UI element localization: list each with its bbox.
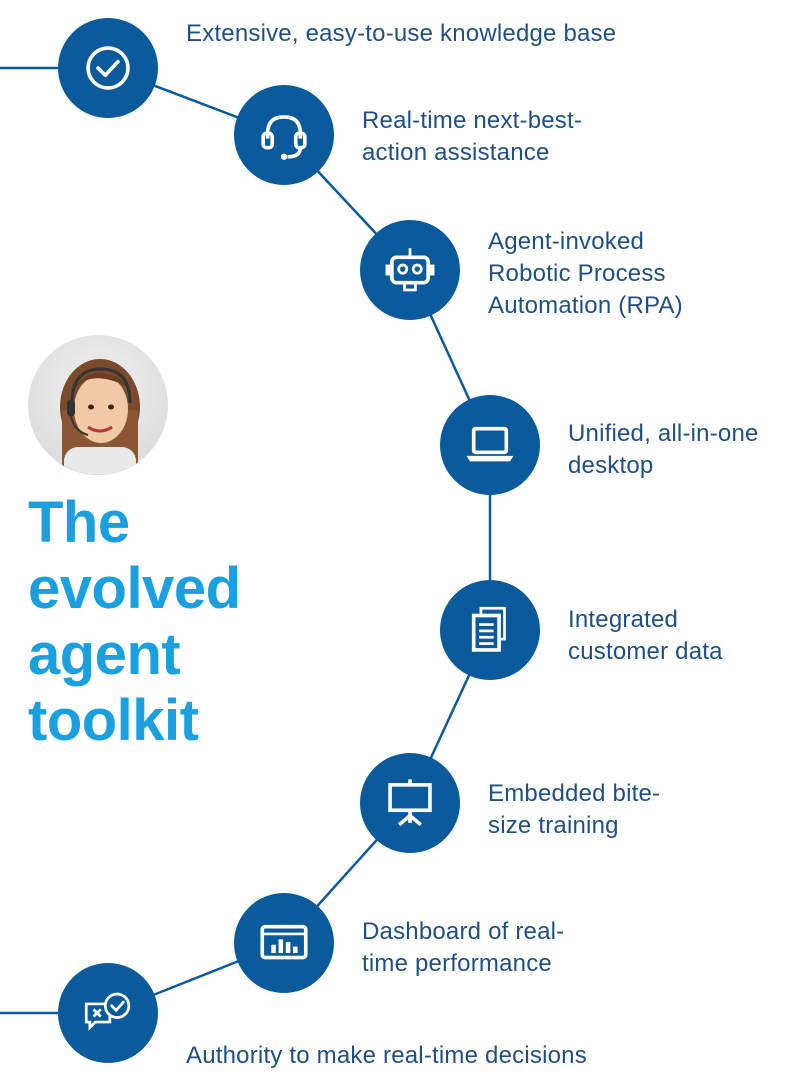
laptop-icon — [466, 426, 514, 462]
step-node — [440, 395, 540, 495]
step-label: Unified, all-in-one desktop — [568, 420, 759, 479]
step-node — [234, 893, 334, 993]
documents-icon — [471, 606, 506, 652]
step-node — [360, 753, 460, 853]
chat-decision-icon — [84, 992, 131, 1031]
agent-avatar — [28, 335, 168, 475]
step-label: Agent-invoked Robotic Process Automation… — [488, 228, 683, 319]
headset-icon — [261, 115, 307, 160]
step-node — [234, 85, 334, 185]
step-node — [58, 963, 158, 1063]
step-node — [440, 580, 540, 680]
step-node — [360, 220, 460, 320]
headline-title: The evolved agent toolkit — [28, 490, 241, 753]
checkmark-circle-icon — [86, 46, 130, 90]
robot-icon — [385, 248, 435, 292]
dashboard-chart-icon — [260, 924, 308, 960]
presentation-board-icon — [388, 779, 432, 827]
step-label: Authority to make real-time decisions — [186, 1042, 587, 1069]
step-label: Integrated customer data — [568, 606, 723, 665]
step-label: Dashboard of real- time performance — [362, 918, 565, 977]
step-label: Embedded bite- size training — [488, 780, 661, 839]
step-label: Extensive, easy-to-use knowledge base — [186, 20, 617, 47]
step-node — [58, 18, 158, 118]
step-label: Real-time next-best- action assistance — [362, 107, 583, 166]
agent-photo-icon — [60, 359, 140, 475]
